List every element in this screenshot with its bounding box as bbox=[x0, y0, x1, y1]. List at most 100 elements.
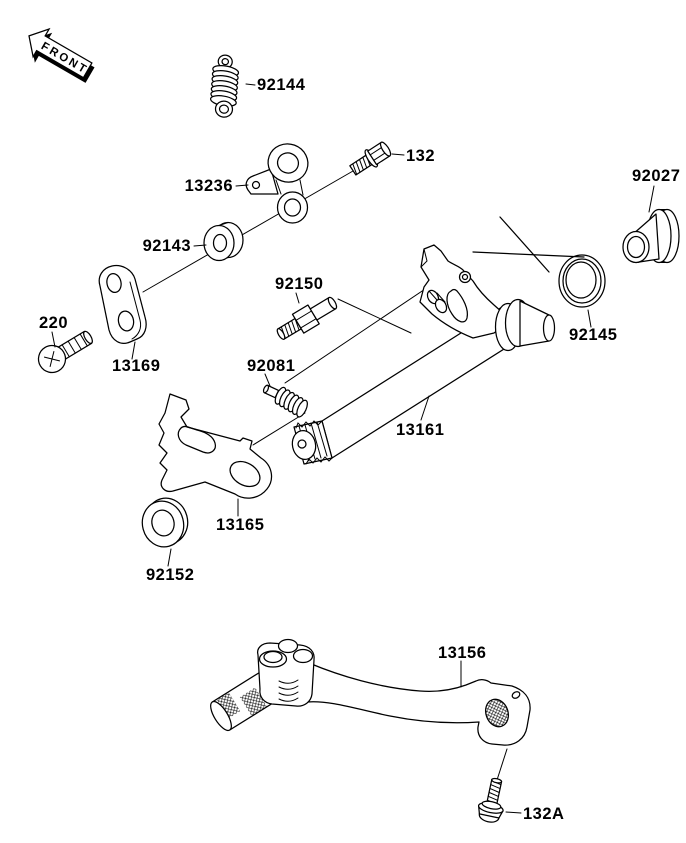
torsion-coil-mid bbox=[562, 258, 602, 304]
shift-arm-plate bbox=[419, 244, 506, 339]
bushing-flange-rim bbox=[658, 209, 668, 263]
part-label-92150: 92150 bbox=[275, 275, 323, 293]
bushing-bore bbox=[626, 235, 646, 259]
lever-ring-top-hole bbox=[276, 152, 300, 174]
part-bolt-132 bbox=[349, 141, 392, 176]
leader-13161 bbox=[420, 395, 430, 421]
phillips-cross-icon bbox=[43, 350, 61, 368]
shaft-end-hole bbox=[297, 439, 307, 449]
leader-13169 bbox=[131, 341, 136, 360]
torsion-leg-2 bbox=[472, 251, 585, 258]
part-label-92152: 92152 bbox=[146, 566, 194, 584]
part-number-labels: 92144 13236 132 92027 92143 92150 220 13… bbox=[39, 76, 680, 823]
leader-92081 bbox=[264, 373, 271, 387]
part-bracket-13169 bbox=[98, 264, 147, 344]
leader-92143 bbox=[193, 244, 207, 247]
part-label-13236: 13236 bbox=[185, 177, 233, 195]
assembly-axis-lines bbox=[142, 170, 450, 446]
pedal-arm bbox=[303, 662, 531, 746]
bracket-flange-line bbox=[129, 281, 142, 340]
leader-220 bbox=[51, 331, 56, 348]
leader-132 bbox=[391, 153, 405, 156]
part-lever-13236 bbox=[245, 143, 309, 224]
part-collar-92143 bbox=[203, 221, 244, 262]
clamp-boss-large-top bbox=[263, 650, 283, 664]
torsion-coil-outer bbox=[558, 254, 606, 308]
leader-92027 bbox=[648, 185, 655, 213]
leader-92150 bbox=[295, 292, 300, 304]
bracket-hole-top bbox=[106, 272, 122, 294]
plate-cutout bbox=[177, 425, 217, 454]
arm-roller-front bbox=[434, 298, 448, 314]
leader-92144 bbox=[245, 83, 256, 86]
leader-132a bbox=[505, 811, 522, 814]
axis-line-pin92150-to-arm bbox=[337, 298, 412, 334]
arm-step-edge bbox=[420, 248, 428, 268]
pin-tip bbox=[327, 296, 338, 310]
part-pin-92150 bbox=[276, 296, 338, 340]
part-label-132a: 132A bbox=[523, 805, 564, 823]
part-label-220: 220 bbox=[39, 314, 68, 332]
bolt-tip bbox=[491, 777, 503, 784]
axis-line-spring-to-plate-tab bbox=[252, 412, 306, 446]
front-direction-arrow: FRONT bbox=[28, 27, 95, 83]
pin-hex-facets bbox=[295, 310, 317, 329]
front-arrow-body bbox=[28, 27, 93, 79]
plunger-pin-end bbox=[262, 384, 270, 394]
pedal-to-bolt-line bbox=[496, 748, 508, 781]
arm-roller-lines bbox=[428, 290, 446, 303]
torsion-leg-1 bbox=[499, 216, 550, 273]
lever-arm-hole bbox=[251, 180, 261, 190]
spring-bottom-hook-inner bbox=[218, 104, 230, 114]
part-label-13156: 13156 bbox=[438, 644, 486, 662]
pin-hex bbox=[291, 304, 320, 334]
shaft-stub-end bbox=[542, 314, 556, 342]
screw-bands bbox=[61, 333, 88, 358]
part-spring-92144 bbox=[209, 54, 240, 118]
peg-knurl-patch-2 bbox=[239, 687, 267, 716]
part-screw-220 bbox=[37, 330, 93, 374]
part-label-92143: 92143 bbox=[143, 237, 191, 255]
part-bolt-132a bbox=[477, 748, 508, 823]
washer-front bbox=[141, 500, 185, 548]
pin-thread-end bbox=[276, 328, 286, 340]
coil bbox=[296, 399, 308, 418]
lever-neck-lines bbox=[275, 179, 304, 196]
part-label-13161: 13161 bbox=[396, 421, 444, 439]
part-bushing-92027 bbox=[622, 208, 680, 264]
part-pedal-13156 bbox=[210, 638, 531, 746]
part-label-132: 132 bbox=[406, 147, 435, 165]
torsion-coil-inner bbox=[565, 261, 597, 299]
peg-end-cap bbox=[210, 700, 232, 732]
plate-oval-hole bbox=[229, 460, 261, 488]
clamp-boss-large bbox=[258, 650, 288, 668]
part-label-92144: 92144 bbox=[257, 76, 306, 94]
screw-tip bbox=[83, 330, 93, 345]
part-label-13165: 13165 bbox=[216, 516, 264, 534]
peg-knurl-patch-1 bbox=[216, 692, 241, 719]
leader-lines bbox=[51, 83, 655, 814]
collar-hole bbox=[212, 233, 228, 253]
leader-92145 bbox=[587, 309, 592, 328]
clamp-boss-left bbox=[277, 638, 299, 654]
part-shaft-13161 bbox=[291, 244, 556, 465]
part-label-92081: 92081 bbox=[247, 357, 295, 375]
arm-kidney-cutout bbox=[446, 288, 469, 323]
pedal-pinch-hole bbox=[511, 691, 521, 699]
part-spring-92081 bbox=[262, 384, 308, 418]
arm-hole-outer bbox=[458, 270, 472, 284]
spline-teeth-zigzag bbox=[295, 420, 333, 465]
spring-top-hook-inner bbox=[221, 58, 230, 66]
axis-line-bolt132-to-bracket bbox=[142, 170, 354, 293]
clamp-boss-right bbox=[292, 648, 314, 664]
part-plate-13165 bbox=[158, 393, 273, 499]
bracket-hole-bottom bbox=[117, 310, 135, 332]
arm-hole-inner bbox=[461, 273, 469, 281]
lever-ring-bottom-hole bbox=[283, 198, 302, 217]
bolt-flange-front bbox=[481, 800, 502, 810]
washer-hole bbox=[151, 509, 175, 537]
leader-13236 bbox=[235, 184, 249, 187]
part-label-13169: 13169 bbox=[112, 357, 160, 375]
spring-bottom-hook bbox=[214, 100, 234, 118]
